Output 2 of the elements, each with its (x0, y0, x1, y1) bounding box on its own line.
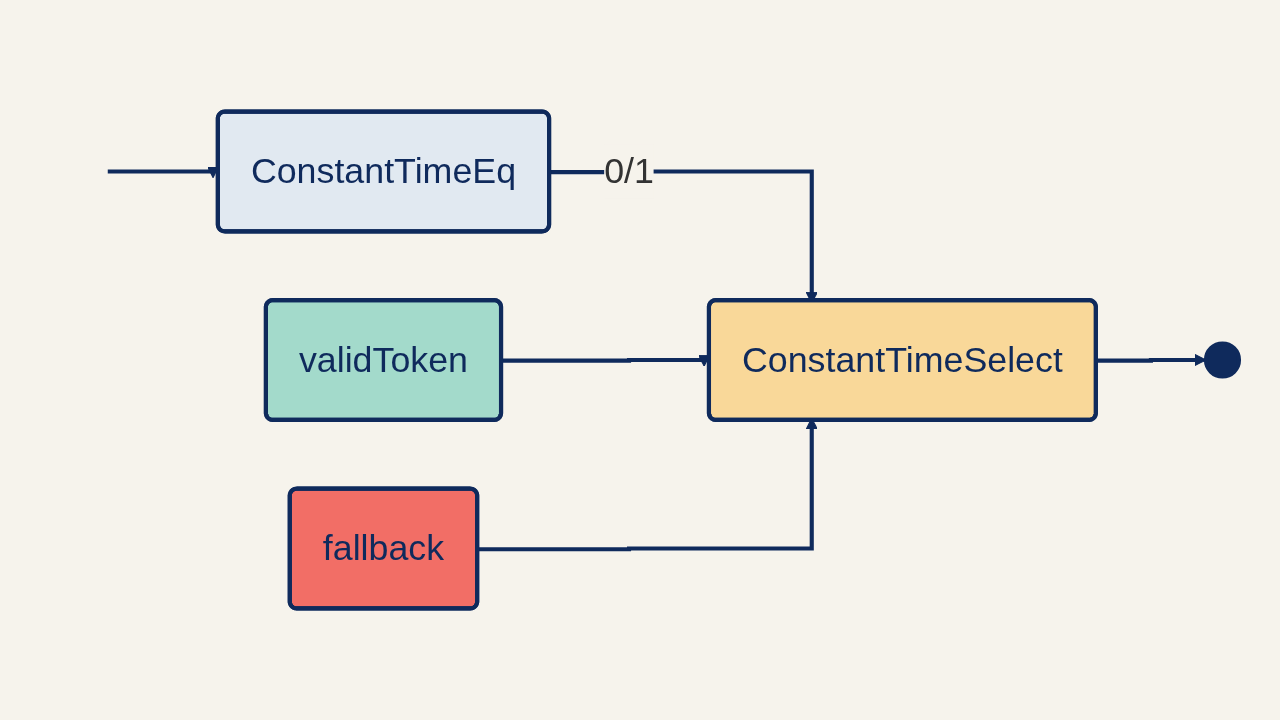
edge-label: 0/1 (604, 150, 654, 192)
node-circle (1203, 341, 1242, 379)
